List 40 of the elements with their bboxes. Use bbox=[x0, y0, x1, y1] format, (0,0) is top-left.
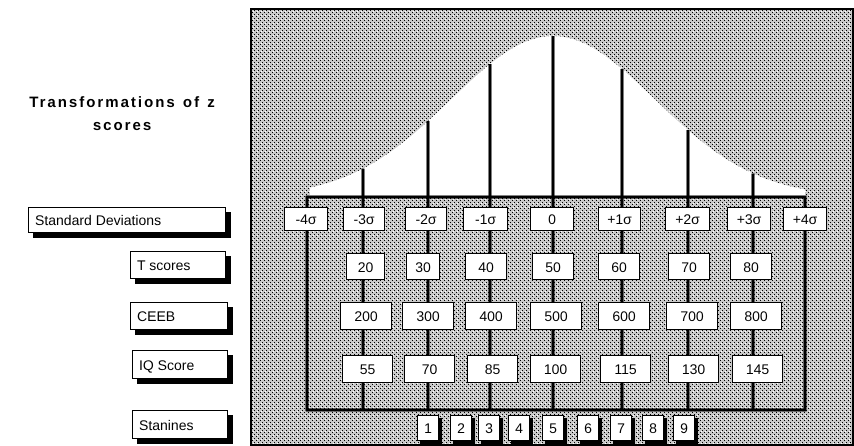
score-value: 1 bbox=[417, 415, 439, 441]
score-value: +1σ bbox=[598, 207, 641, 231]
score-value: 30 bbox=[406, 253, 440, 280]
score-value: 600 bbox=[598, 302, 650, 330]
score-value: +4σ bbox=[783, 207, 827, 231]
score-value: -4σ bbox=[284, 207, 328, 231]
score-value: 85 bbox=[467, 355, 518, 383]
score-value: 50 bbox=[532, 253, 574, 280]
score-value: 800 bbox=[730, 302, 782, 330]
score-value: 300 bbox=[402, 302, 454, 330]
score-value: 60 bbox=[598, 253, 640, 280]
score-value: 8 bbox=[642, 415, 664, 441]
score-value: +2σ bbox=[665, 207, 710, 231]
score-value: 40 bbox=[465, 253, 507, 280]
score-value: 20 bbox=[346, 253, 385, 280]
score-value: 6 bbox=[577, 415, 599, 441]
score-value: 2 bbox=[450, 415, 472, 441]
score-value: -2σ bbox=[405, 207, 447, 231]
score-value: 55 bbox=[342, 355, 393, 383]
score-value: 5 bbox=[542, 415, 564, 441]
score-value: 700 bbox=[666, 302, 718, 330]
score-value: 0 bbox=[530, 207, 574, 231]
score-value: 4 bbox=[508, 415, 530, 441]
score-value: 9 bbox=[673, 415, 695, 441]
score-value: 70 bbox=[404, 355, 455, 383]
score-value: 3 bbox=[478, 415, 500, 441]
score-value: 7 bbox=[610, 415, 632, 441]
score-value: 130 bbox=[668, 355, 719, 383]
score-value: 200 bbox=[340, 302, 392, 330]
score-value: 115 bbox=[600, 355, 651, 383]
diagram-title: Transformations of z scores bbox=[28, 93, 218, 136]
score-value: 80 bbox=[730, 253, 772, 280]
score-value: 400 bbox=[465, 302, 517, 330]
score-value: +3σ bbox=[727, 207, 771, 231]
score-value: 100 bbox=[530, 355, 581, 383]
score-value: -1σ bbox=[463, 207, 508, 231]
score-value: -3σ bbox=[343, 207, 385, 231]
score-value: 500 bbox=[530, 302, 582, 330]
score-value: 70 bbox=[668, 253, 710, 280]
score-value: 145 bbox=[732, 355, 783, 383]
